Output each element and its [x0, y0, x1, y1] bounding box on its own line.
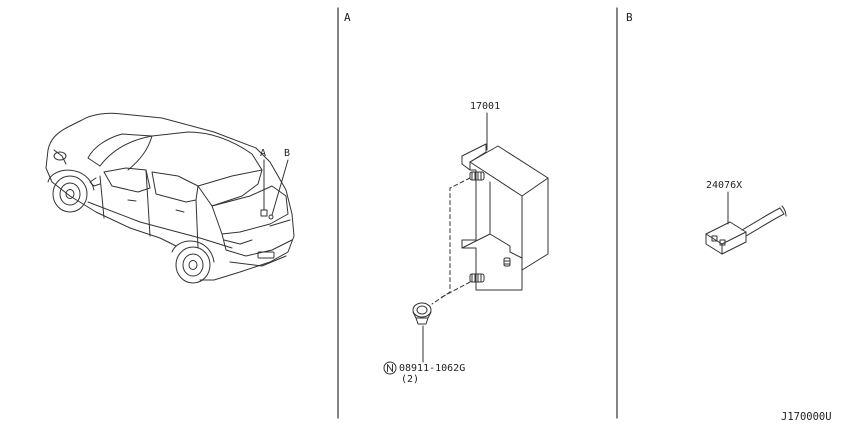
- callout-b-leader: [271, 159, 289, 216]
- diagram-code: J170000U: [781, 411, 832, 423]
- connector-illustration: [705, 191, 787, 255]
- part-number-nut: 08911-1062G: [399, 363, 466, 374]
- section-label-a: A: [344, 11, 351, 24]
- nut-illustration: [412, 302, 432, 325]
- section-label-b: B: [626, 11, 633, 24]
- part-number-connector: 24076X: [706, 180, 743, 191]
- assembly-dashed-line: [431, 177, 471, 305]
- part-number-module: 17001: [470, 101, 501, 112]
- control-module-illustration: [412, 112, 549, 363]
- car-illustration: [45, 112, 295, 284]
- nut-quantity: (2): [401, 374, 420, 385]
- car-callout-a: A: [260, 148, 267, 159]
- circled-n-icon: [383, 361, 397, 375]
- callout-b-marker: [268, 214, 274, 220]
- callout-a-marker: [260, 209, 268, 217]
- car-callout-b: B: [284, 148, 291, 159]
